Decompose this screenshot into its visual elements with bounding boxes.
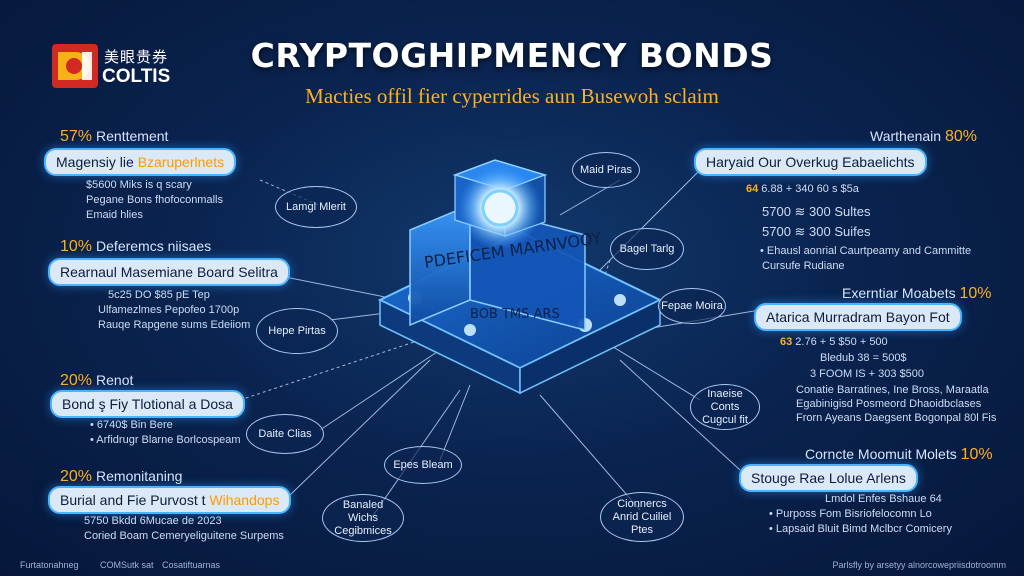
panel-line: Cursufe Rudiane bbox=[762, 260, 845, 272]
panel-title-pill: Bond ş Fiy Tlotional a Dosa bbox=[50, 390, 245, 418]
panel-line: 5700 ≋ 300 Suifes bbox=[762, 224, 871, 239]
page-subtitle: Macties offil fier cyperrides aun Busewo… bbox=[305, 84, 719, 108]
panel-line: Ulfamezlmes Pepofeo 1700p bbox=[98, 304, 240, 316]
panel-title-pill: Haryaid Our Overkug Eabaelichts bbox=[694, 148, 927, 176]
panel-line: Emaid hlies bbox=[86, 209, 143, 221]
node-oval: Fepae Moira bbox=[658, 288, 726, 324]
panel-line: 63 2.76 + 5 $50 + 500 bbox=[780, 336, 888, 348]
node-oval: Inaeise Conts Cugcul fit bbox=[690, 384, 760, 430]
panel-percent: 57%Renttement bbox=[60, 128, 169, 145]
footer-text: COMSutk sat bbox=[100, 560, 154, 570]
node-oval: Cionnercs Anrid Cuiliel Ptes bbox=[600, 492, 684, 542]
panel-line: Coried Boam Cemeryeliguitene Surpems bbox=[84, 530, 284, 542]
panel-percent: 20%Remonitaning bbox=[60, 468, 183, 485]
node-oval: Bagel Tarlg bbox=[610, 228, 684, 270]
footer-text: Furtatonahneg bbox=[20, 560, 79, 570]
footer-text: Parlsfly by arsetyy alnorcowepriisdotroo… bbox=[832, 560, 1006, 570]
panel-title-pill: Burial and Fie Purvost t Wihandops bbox=[48, 486, 292, 514]
panel-line: Conatie Barratines, Ine Bross, Maraatla bbox=[796, 384, 989, 396]
node-oval: Daite Clias bbox=[246, 414, 324, 454]
panel-percent: 10%Deferemcs niisaes bbox=[60, 238, 212, 255]
logo-name: COLTIS bbox=[102, 66, 171, 87]
panel-line: Bledub 38 = 500$ bbox=[820, 352, 907, 364]
panel-line: Rauqe Rapgene sums Edeiiom bbox=[98, 319, 251, 331]
panel-line: 64 6.88 + 340 60 s $5a bbox=[746, 183, 859, 195]
panel-line: 3 FOOM IS + 303 $500 bbox=[810, 368, 925, 380]
panel-line: Frorn Ayeans Daegsent Bogonpal 80l Fis bbox=[796, 412, 997, 424]
footer-text: Cosatiftuarnas bbox=[162, 560, 221, 570]
panel-line: Pegane Bons fhofoconmalls bbox=[86, 194, 223, 206]
panel-line: • Ehausl aonrial Caurtpeamy and Cammitte bbox=[760, 245, 972, 257]
node-oval: Epes Bleam bbox=[384, 446, 462, 484]
blockchain-platform bbox=[377, 159, 663, 395]
panel-line: $5600 Miks is q scary bbox=[86, 179, 192, 191]
logo-mark-icon bbox=[52, 44, 98, 88]
panel-line: 5750 Bkdd 6Mucae de 2023 bbox=[84, 515, 222, 527]
panel-line: • Purposs Fom Bisriofelocomn Lo bbox=[769, 508, 932, 520]
panel-line: • Arfidrugr Blarne Borlcospeam bbox=[90, 434, 241, 446]
panel-percent: Corncte Moomuit Molets 10% bbox=[805, 446, 993, 463]
page-title: CRYPTOGHIPMENCY BONDS bbox=[250, 36, 774, 75]
panel-percent: 20%Renot bbox=[60, 372, 134, 389]
node-oval: Banaled Wichs Cegibmices bbox=[322, 494, 404, 542]
node-oval: Hepe Pirtas bbox=[256, 308, 338, 354]
platform-side-text: BOB TMS ARS bbox=[470, 307, 560, 322]
panel-title-pill: Magensiy lie Bzaruperlnets bbox=[44, 148, 237, 176]
panel-title-pill: Atarica Murradram Bayon Fot bbox=[754, 303, 962, 331]
brand-logo: 美眼贵券 COLTIS bbox=[52, 42, 202, 92]
panel-title-pill: Rearnaul Masemiane Board Selitra bbox=[48, 258, 290, 286]
node-oval: Lamgl Mlerit bbox=[275, 186, 357, 228]
panel-title-pill: Stouge Rae Lolue Arlens bbox=[739, 464, 918, 492]
panel-line: 5c25 DO $85 pE Tep bbox=[108, 289, 210, 301]
panel-line: • Lapsaid Bluit Bimd Mclbcr Comicery bbox=[769, 523, 952, 535]
panel-percent: Exerntiar Moabets 10% bbox=[842, 285, 992, 302]
panel-line: • 6740$ Bin Bere bbox=[90, 419, 173, 431]
panel-percent: Warthenain 80% bbox=[870, 128, 977, 145]
logo-cjk-text: 美眼贵券 bbox=[104, 48, 169, 66]
panel-line: 5700 ≋ 300 Sultes bbox=[762, 204, 871, 219]
node-oval: Maid Piras bbox=[572, 152, 640, 188]
panel-line: Lmdol Enfes Bshaue 64 bbox=[825, 493, 942, 505]
panel-line: Egabinigisd Posmeord Dhaoidbclases bbox=[796, 398, 982, 410]
